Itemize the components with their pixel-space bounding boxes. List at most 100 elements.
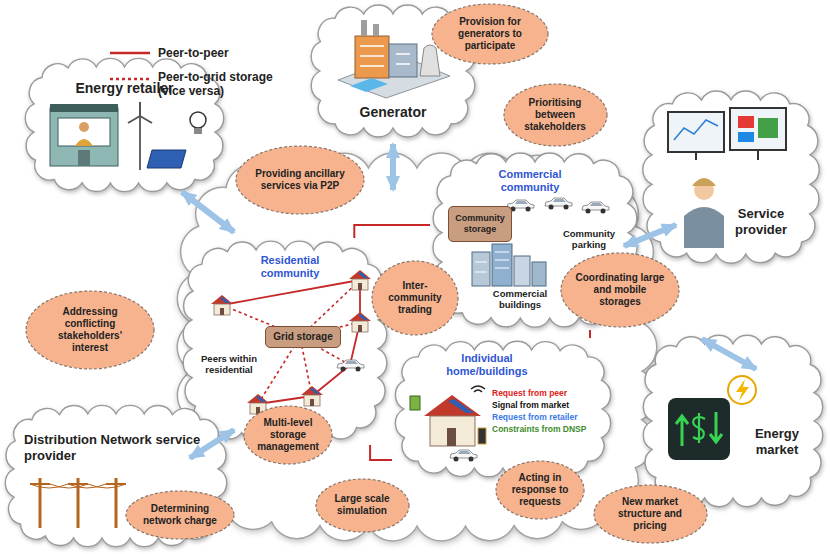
dnsp-cloud: Distribution Network service provider [2, 402, 230, 550]
node-text: Community parking [558, 228, 620, 251]
node-text: Request from peer [492, 388, 604, 398]
ellipse-outline [26, 291, 154, 369]
retailer-icon [50, 108, 118, 166]
challenge-ellipse: New market structure and pricing [593, 484, 708, 544]
ellipse-outline [496, 461, 584, 519]
ellipse-outline [316, 479, 409, 532]
legend-text: Peer-to-grid storage (vice versa) [158, 70, 298, 99]
cloud-shape [2, 402, 230, 550]
ellipse-text: Providing ancillary services via P2P [251, 168, 350, 192]
node-title: Energy market [740, 426, 814, 457]
ellipse-outline [504, 84, 607, 146]
commercial-icons [492, 244, 512, 286]
retailer-icon [139, 116, 141, 170]
power-plant-icon [361, 20, 367, 36]
node-text: Signal from market [492, 400, 604, 410]
home-icon [478, 428, 486, 444]
ellipse-outline [244, 406, 332, 464]
node-text: Request from retailer [492, 412, 604, 422]
power-plant-icon [396, 53, 410, 55]
cloud-outline [395, 341, 610, 477]
service-provider-icon [695, 152, 697, 160]
ellipse-text: Provision for generators to participate [445, 16, 535, 52]
commercial-icons [475, 272, 487, 273]
service-provider-icon [738, 132, 754, 142]
community-cloud: Residential communityPeers within reside… [180, 238, 390, 445]
ellipse-text: Multi-level storage management [254, 417, 322, 453]
retailer-icon [75, 139, 93, 146]
generator-cloud: Generator [308, 2, 478, 140]
node-title: Grid storage [265, 331, 341, 343]
power-line-icon [39, 478, 42, 528]
power-plant-icon [360, 65, 384, 67]
challenge-ellipse: Prioritising between stakeholders [503, 83, 608, 147]
market-icon [736, 379, 749, 401]
service-provider-icon [674, 120, 718, 140]
power-plant-icon [355, 36, 389, 78]
home-icon [430, 416, 475, 446]
ellipse-outline [372, 261, 458, 335]
market-icon [676, 416, 688, 446]
market-icon [668, 398, 730, 460]
node-title: Service provider [722, 206, 800, 237]
node-title: Commercial community [480, 168, 580, 194]
service-provider-icon [757, 150, 759, 160]
ellipse-outline [126, 491, 234, 539]
ellipse-text: Large scale simulation [326, 493, 398, 517]
energy-market-cloud: Energy market [640, 332, 826, 510]
node-title: Individual home/buildings [437, 352, 537, 378]
node-text: Constraints from DNSP [492, 424, 604, 434]
commercial-icons [475, 252, 509, 272]
power-line-icon [115, 478, 118, 528]
challenge-ellipse: Inter-community trading [371, 260, 459, 336]
power-plant-icon [360, 45, 384, 47]
ellipse-text: Acting in response to requests [506, 472, 574, 508]
retailer-icon [50, 104, 118, 112]
legend-swatch [110, 52, 150, 55]
challenge-ellipse: Determining network charge [125, 490, 235, 540]
commercial-icons [532, 262, 546, 286]
node-title: Residential community [250, 254, 330, 280]
peer-to-peer-line [589, 330, 591, 338]
node-text: Commercial buildings [485, 288, 555, 311]
ellipse-text: Inter-community trading [382, 280, 449, 316]
challenge-ellipse: Multi-level storage management [243, 405, 333, 465]
retailer-icon [139, 102, 141, 116]
power-plant-icon [360, 55, 384, 57]
ellipse-text: Addressing conflicting stakeholders' int… [41, 306, 140, 354]
commercial-icons [475, 262, 487, 263]
challenge-ellipse: Addressing conflicting stakeholders' int… [25, 290, 155, 370]
service-provider-icon [730, 108, 786, 150]
retailer-icon [58, 118, 110, 146]
service-provider-icon [758, 118, 778, 138]
legend-text: Peer-to-peer [158, 46, 298, 60]
service-provider-cloud: Service provider [640, 88, 822, 266]
storage-box: Grid storage [265, 326, 341, 348]
ellipse-outline [561, 253, 679, 327]
challenge-ellipse: Coordinating large and mobile storages [560, 252, 680, 328]
ellipse-outline [594, 485, 707, 543]
challenge-ellipse: Provision for generators to participate [431, 3, 549, 65]
challenge-ellipse: Acting in response to requests [495, 460, 585, 520]
power-plant-icon [389, 44, 417, 77]
ellipse-text: Coordinating large and mobile storages [574, 272, 665, 308]
interaction-arrow [390, 144, 396, 190]
power-line-icon [77, 478, 80, 528]
market-icon [728, 376, 756, 404]
cloud-outline [5, 405, 226, 546]
peer-to-peer-line [354, 225, 430, 238]
service-provider-icon [738, 116, 754, 128]
power-plant-icon [373, 24, 379, 36]
cloud-shape [640, 88, 822, 266]
home-icon [410, 396, 420, 410]
retailer-icon [194, 128, 202, 134]
node-text: Peers within residential [195, 353, 263, 376]
commercial-icons [495, 252, 509, 253]
node-title: Generator [343, 104, 443, 121]
market-icon [693, 413, 705, 443]
home-icon [447, 428, 456, 446]
retailer-icon [78, 150, 90, 166]
retailer-icon [147, 150, 186, 168]
cloud-outline [643, 335, 822, 506]
home-cloud: Individual home/buildingsRequest from pe… [392, 338, 614, 480]
